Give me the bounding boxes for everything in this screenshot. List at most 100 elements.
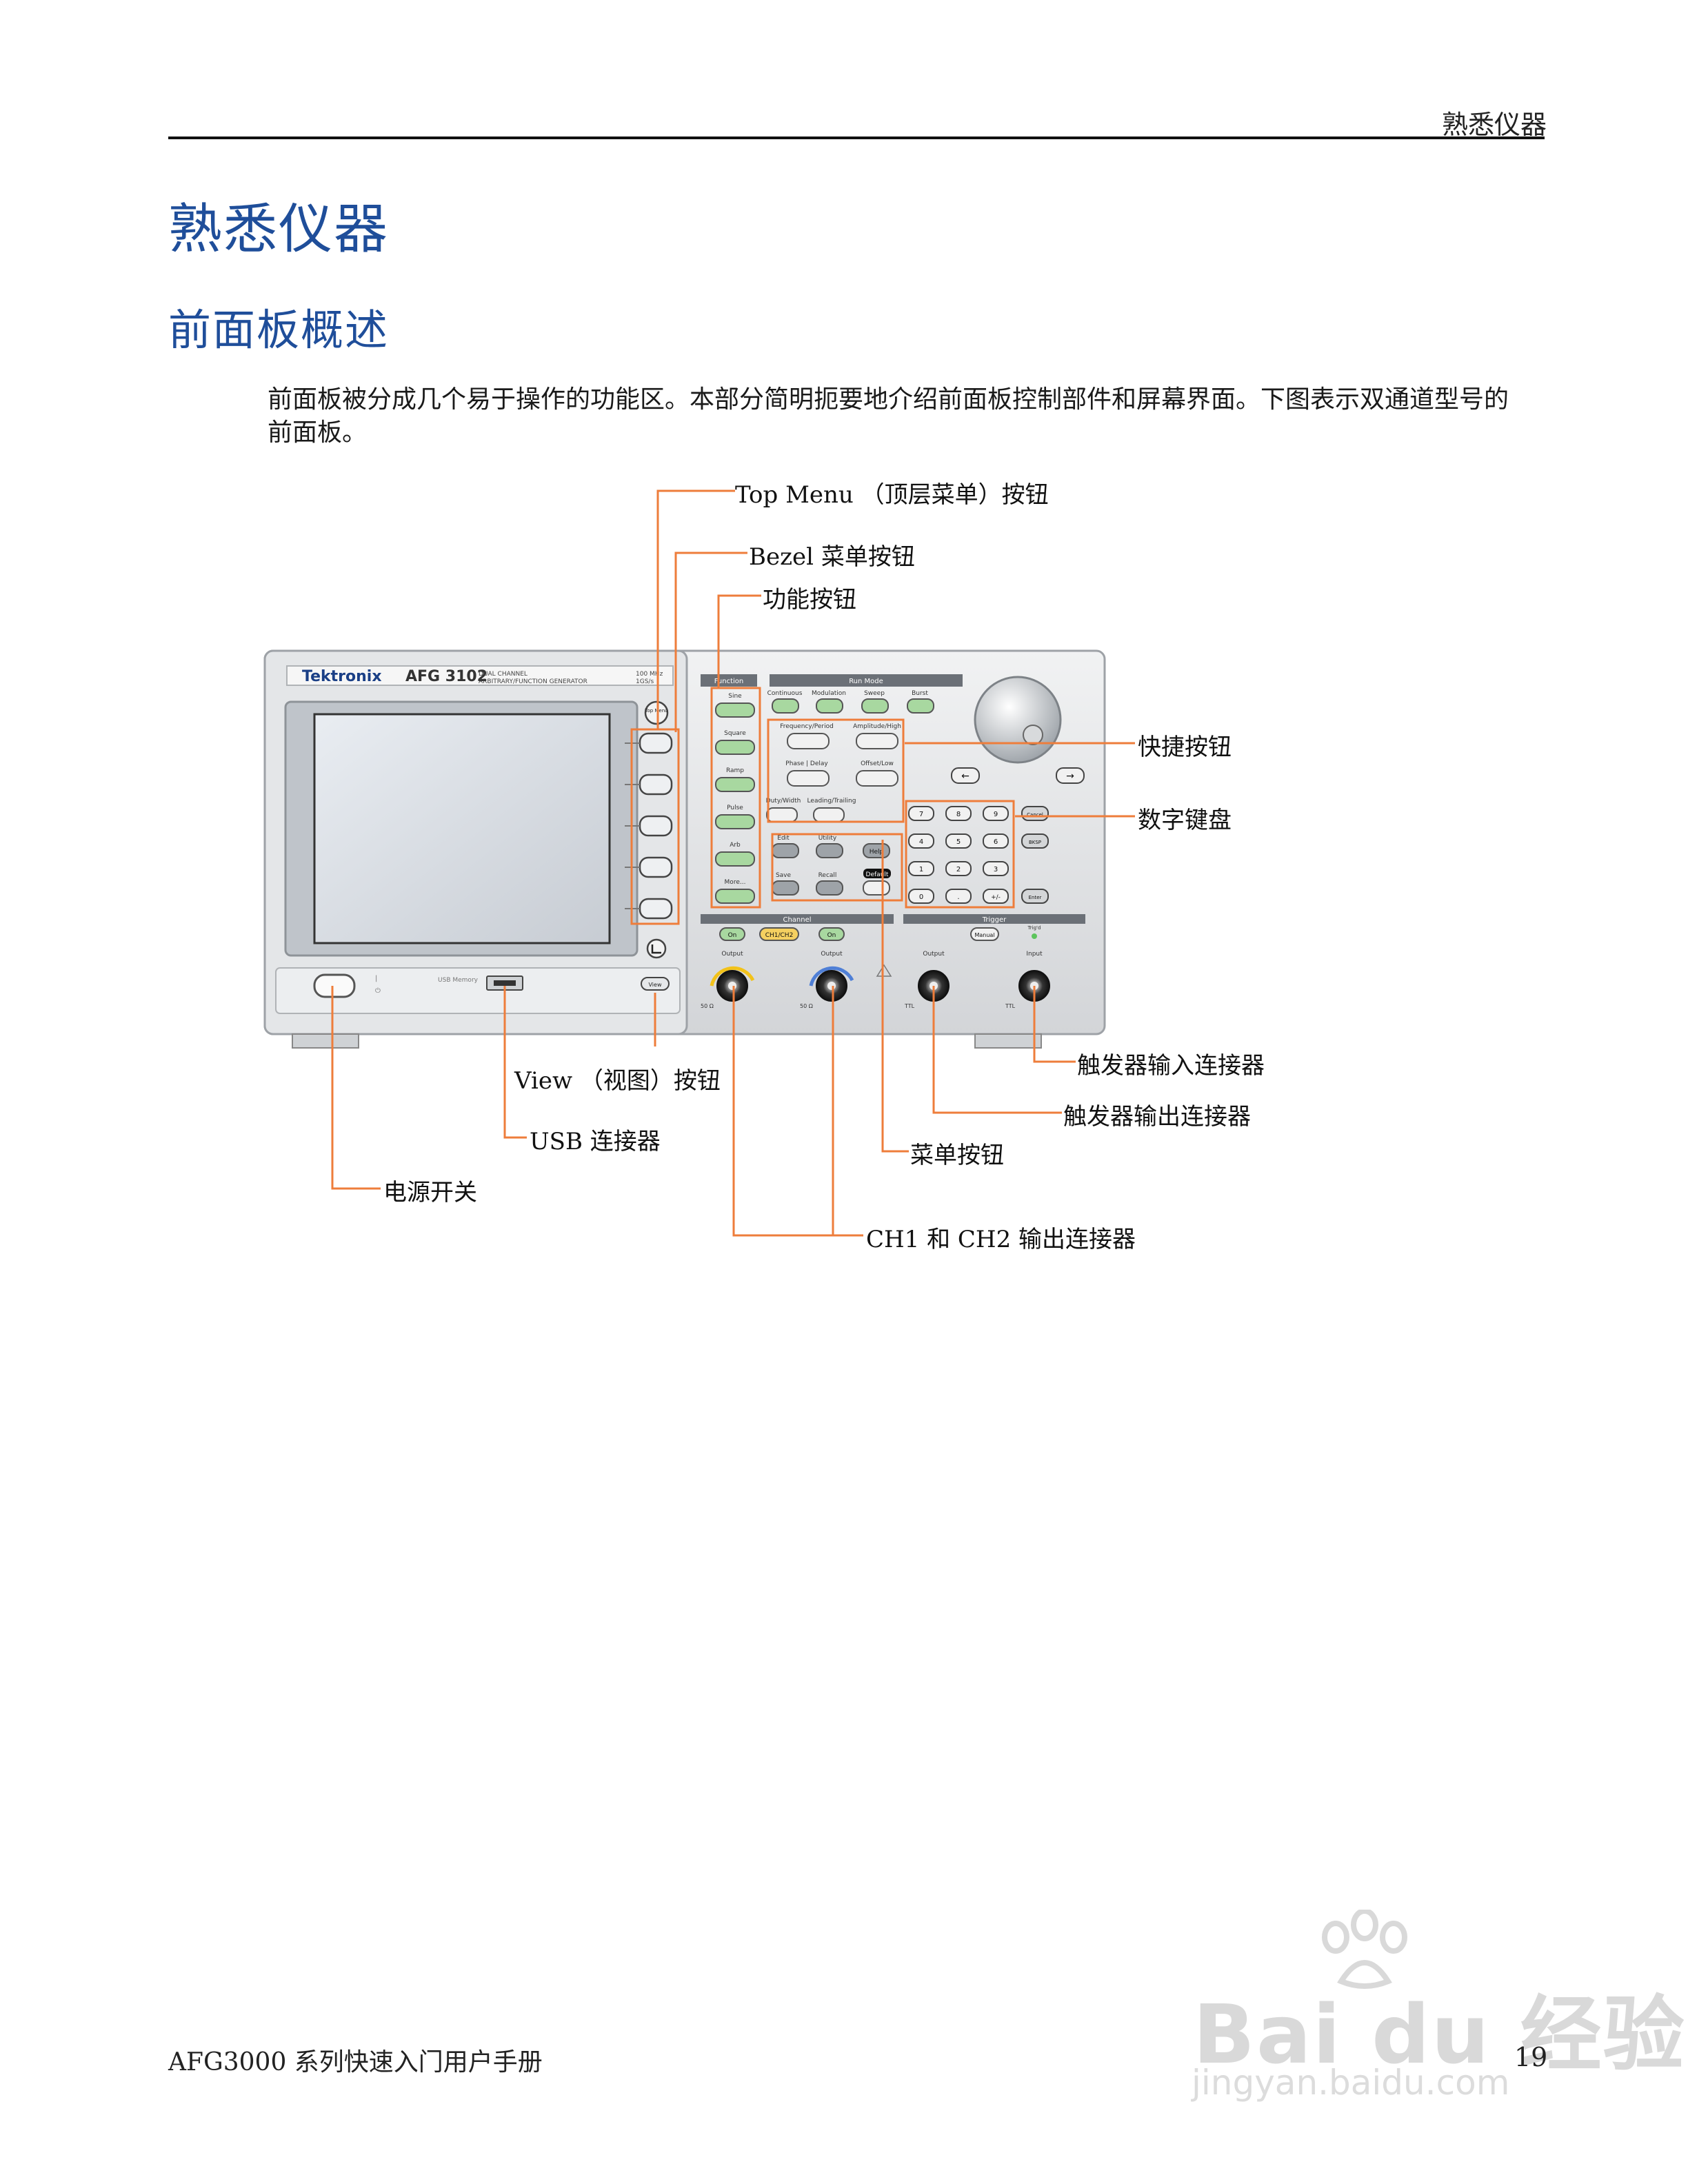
shortcut-label-freq: Frequency/Period <box>780 723 834 730</box>
menu-button-utility[interactable] <box>816 843 843 858</box>
shortcut-button-offset[interactable] <box>856 770 898 787</box>
func-button-more[interactable] <box>715 889 755 904</box>
func-button-ramp[interactable] <box>715 777 755 792</box>
intro-paragraph: 前面板被分成几个易于操作的功能区。本部分简明扼要地介绍前面板控制部件和屏幕界面。… <box>268 385 1509 447</box>
shortcut-label-offset: Offset/Low <box>861 760 894 767</box>
menu-button-recall[interactable] <box>816 880 843 896</box>
callout-trigger-out: 触发器输出连接器 <box>1063 1103 1251 1131</box>
view-button[interactable] <box>641 977 670 991</box>
front-panel-figure: Tektronix AFG 3102 DUAL CHANNEL ARBITRAR… <box>262 641 1117 1071</box>
func-button-arb[interactable] <box>715 851 755 867</box>
key-2[interactable] <box>945 861 972 876</box>
chapter-title: 熟悉仪器 <box>168 199 390 261</box>
key-0-label: 0 <box>919 893 923 901</box>
trigger-out-ttl: TTL <box>904 1003 915 1009</box>
trigger-in-ttl: TTL <box>1005 1003 1016 1009</box>
top-menu-label: Top Menu <box>644 708 667 714</box>
arrow-right-button[interactable] <box>1056 767 1085 784</box>
svg-text:←: ← <box>961 771 969 782</box>
trigd-label: Trig'd <box>1027 925 1041 931</box>
run-button-modulation[interactable] <box>816 698 843 714</box>
key-5[interactable] <box>945 833 972 849</box>
key-dot[interactable] <box>945 889 972 904</box>
key-plusminus[interactable] <box>983 889 1009 904</box>
key-7[interactable] <box>908 806 934 821</box>
func-label-square: Square <box>724 730 746 737</box>
callout-highlights <box>630 687 1015 925</box>
enter-key[interactable] <box>1021 889 1049 904</box>
func-label-ramp: Ramp <box>726 767 744 774</box>
shortcut-button-freq[interactable] <box>787 733 830 749</box>
func-label-arb: Arb <box>730 842 741 849</box>
shortcut-buttons: Frequency/Period Amplitude/High Phase | … <box>766 723 901 822</box>
callout-usb: USB 连接器 <box>530 1128 661 1155</box>
ch2-output-label: Output <box>821 951 843 958</box>
paw-watermark-icon <box>1322 1910 1407 1989</box>
ch1-on-button[interactable] <box>719 927 745 941</box>
func-button-sine[interactable] <box>715 702 755 718</box>
manual-trigger-button[interactable] <box>970 927 999 941</box>
callout-power: 电源开关 <box>383 1179 477 1206</box>
trigger-input-label: Input <box>1026 951 1043 958</box>
numeric-keypad: 7 8 9 4 5 6 1 2 3 0 . +/- Cancel BKSP En… <box>908 806 1049 904</box>
ch2-impedance: 50 Ω <box>800 1003 813 1009</box>
arrow-left-button[interactable] <box>951 767 980 784</box>
menu-label-save: Save <box>776 872 792 879</box>
key-6-label: 6 <box>994 838 998 846</box>
callout-ch-outputs: CH1 和 CH2 输出连接器 <box>866 1226 1136 1253</box>
key-9[interactable] <box>983 806 1009 821</box>
callout-bezel: Bezel 菜单按钮 <box>749 543 915 571</box>
run-label-modulation: Modulation <box>812 690 846 697</box>
trigger-title: Trigger <box>982 916 1007 924</box>
func-label-more: More... <box>725 879 746 886</box>
shortcut-label-leading: Leading/Trailing <box>807 798 856 805</box>
ch2-on-button[interactable] <box>818 927 845 941</box>
usb-memory-label: USB Memory <box>438 977 479 984</box>
bezel-buttons <box>625 732 673 920</box>
callout-trigger-in: 触发器输入连接器 <box>1077 1052 1265 1080</box>
view-button-label: View <box>649 982 662 988</box>
svg-text:→: → <box>1066 771 1074 782</box>
run-label-sweep: Sweep <box>864 690 885 697</box>
run-button-burst[interactable] <box>907 698 934 714</box>
spec-2: 1GS/s <box>636 678 654 685</box>
power-switch[interactable] <box>313 973 356 998</box>
function-buttons: Sine Square Ramp Pulse Arb More... <box>715 693 755 904</box>
func-button-pulse[interactable] <box>715 814 755 829</box>
trigger-output-label: Output <box>923 951 945 958</box>
ch1-impedance: 50 Ω <box>701 1003 714 1009</box>
svg-text:|: | <box>375 975 377 982</box>
run-button-continuous[interactable] <box>772 698 799 714</box>
backspace-key-label: BKSP <box>1029 840 1041 845</box>
key-7-label: 7 <box>919 811 923 818</box>
key-3-label: 3 <box>994 866 998 873</box>
run-button-sweep[interactable] <box>861 698 889 714</box>
key-8[interactable] <box>945 806 972 821</box>
key-2-label: 2 <box>956 866 961 873</box>
key-0[interactable] <box>908 889 934 904</box>
func-button-square[interactable] <box>715 740 755 755</box>
shortcut-button-ampl[interactable] <box>856 733 898 749</box>
baidu-watermark-logo: Bai du 经验 <box>1193 1987 1686 2082</box>
shortcut-label-duty: Duty/Width <box>766 798 801 805</box>
top-menu-button[interactable] <box>644 700 669 725</box>
key-6[interactable] <box>983 833 1009 849</box>
callout-keypad: 数字键盘 <box>1138 807 1232 834</box>
key-4[interactable] <box>908 833 934 849</box>
ch1-output-label: Output <box>721 951 743 958</box>
key-plusminus-label: +/- <box>991 894 1001 901</box>
ch-select-button[interactable] <box>759 927 799 941</box>
key-3[interactable] <box>983 861 1009 876</box>
key-dot-label: . <box>957 893 959 901</box>
menu-label-edit: Edit <box>777 835 790 842</box>
shortcut-button-phase[interactable] <box>787 770 830 787</box>
func-label-pulse: Pulse <box>727 805 743 811</box>
running-header: 熟悉仪器 <box>1441 110 1547 140</box>
cancel-key-label: Cancel <box>1027 812 1043 818</box>
key-9-label: 9 <box>994 811 998 818</box>
key-1[interactable] <box>908 861 934 876</box>
desc-line1: DUAL CHANNEL <box>479 671 528 678</box>
backspace-key[interactable] <box>1021 833 1049 849</box>
section-title: 前面板概述 <box>168 305 390 355</box>
